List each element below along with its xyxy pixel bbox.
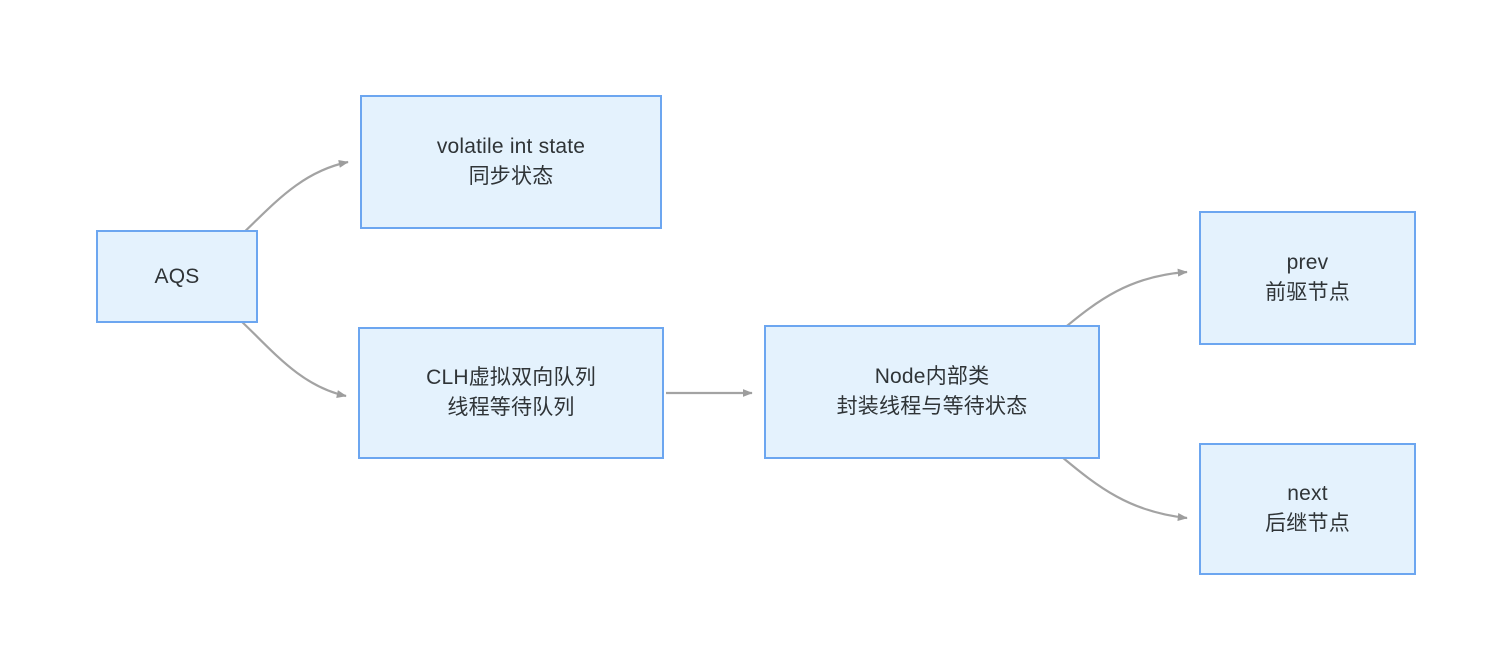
node-volatile-int-state-line-1: volatile int state [436, 135, 586, 159]
edge-aqs-to-clh [239, 319, 347, 398]
node-clh-queue[interactable]: CLH虚拟双向队列 线程等待队列 [358, 327, 664, 459]
node-node-inner-class-line-1: Node内部类 [874, 365, 990, 389]
node-volatile-int-state[interactable]: volatile int state 同步状态 [360, 95, 662, 229]
node-volatile-int-state-line-2: 同步状态 [468, 165, 554, 188]
node-node-inner-class-line-2: 封装线程与等待状态 [836, 395, 1028, 418]
node-node-inner-class[interactable]: Node内部类 封装线程与等待状态 [764, 325, 1100, 459]
node-clh-queue-line-2: 线程等待队列 [447, 396, 575, 419]
node-next[interactable]: next 后继节点 [1199, 443, 1416, 575]
node-prev[interactable]: prev 前驱节点 [1199, 211, 1416, 345]
edge-aqs-to-state [239, 159, 349, 237]
node-aqs-line-1: AQS [154, 264, 200, 288]
node-next-line-2: 后继节点 [1265, 512, 1350, 535]
node-prev-line-2: 前驱节点 [1265, 281, 1350, 304]
node-prev-line-1: prev [1286, 251, 1329, 275]
node-clh-queue-line-1: CLH虚拟双向队列 [426, 366, 596, 390]
node-aqs[interactable]: AQS [96, 230, 258, 323]
edge-inner-to-prev [1061, 268, 1188, 331]
edge-inner-to-next [1061, 456, 1188, 522]
node-next-line-1: next [1287, 482, 1328, 506]
